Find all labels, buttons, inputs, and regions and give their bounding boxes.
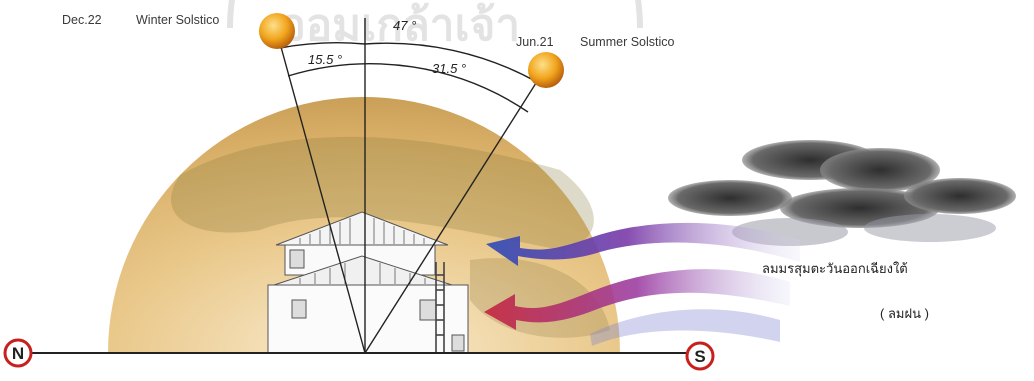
wind-sublabel: ( ลมฝน ) xyxy=(880,306,929,321)
north-label: N xyxy=(12,344,24,363)
dome-shading xyxy=(171,136,594,250)
winter-name-label: Winter Solstico xyxy=(136,13,219,27)
winter-sun-icon xyxy=(259,13,295,49)
wind-label: ลมมรสุมตะวันออกเฉียงใต้ xyxy=(762,261,908,277)
watermark-text: จอมเกล้าเจ้า xyxy=(280,1,520,50)
rain-cloud-icon xyxy=(668,140,1016,246)
summer-angle-arc xyxy=(364,42,538,83)
total-angle-arc xyxy=(287,63,529,113)
summer-sun-icon xyxy=(528,52,564,88)
angle-total-label: 47 ° xyxy=(393,18,416,33)
angle-winter-label: 15.5 ° xyxy=(308,52,342,67)
south-marker: S xyxy=(685,341,715,371)
angle-summer-label: 31.5 ° xyxy=(432,61,466,76)
south-label: S xyxy=(694,347,705,366)
monsoon-wind-arrows xyxy=(484,222,800,346)
sun-angle-lines xyxy=(277,18,544,354)
summer-date-label: Jun.21 xyxy=(516,35,554,49)
house xyxy=(267,211,469,354)
winter-date-label: Dec.22 xyxy=(62,13,102,27)
north-marker: N xyxy=(3,338,33,368)
summer-name-label: Summer Solstico xyxy=(580,35,675,49)
